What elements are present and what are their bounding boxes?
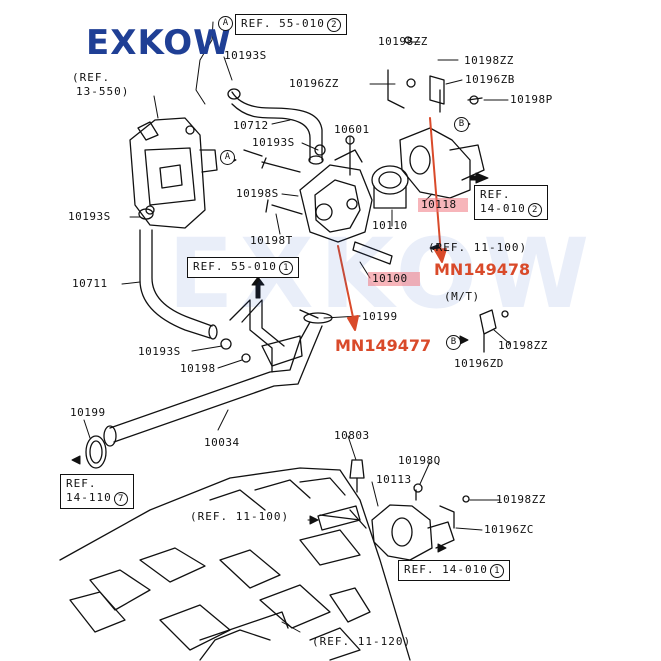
part-label-10198zz-a: 10198ZZ — [378, 35, 428, 48]
mark-b-low: B — [446, 335, 461, 350]
callout-mn149477: MN149477 — [335, 336, 432, 355]
mark-b-top: B — [454, 117, 469, 132]
part-label-10712: 10712 — [233, 119, 269, 132]
part-label-10193s-low: 10193S — [138, 345, 181, 358]
ref-11-100-low: (REF. 11-100) — [190, 510, 290, 523]
mt-bracket-10196zd — [479, 309, 509, 353]
flow-arrows — [71, 119, 489, 553]
part-label-10198p: 10198P — [510, 93, 553, 106]
small-fasteners — [220, 36, 479, 503]
part-label-10199-mid: 10199 — [362, 310, 398, 323]
water-outlet-10113 — [317, 489, 455, 561]
part-label-10193s-top: 10193S — [224, 49, 267, 62]
ref-13-550-line1: (REF. — [72, 71, 111, 84]
brand-logo: EXKOW — [86, 23, 232, 63]
part-label-10711: 10711 — [72, 277, 108, 290]
water-inlet-pipe-10034 — [85, 299, 333, 469]
part-label-10196zc: 10196ZC — [484, 523, 534, 536]
part-label-10118: 10118 — [421, 198, 457, 211]
callout-mn149478: MN149478 — [434, 260, 531, 279]
ref-circle-number: 1 — [489, 564, 504, 578]
part-label-10198t: 10198T — [250, 234, 293, 247]
part-label-10034: 10034 — [204, 436, 240, 449]
part-label-10113: 10113 — [376, 473, 412, 486]
ref-13-550-line2: 13-550) — [76, 85, 130, 98]
part-label-10198s: 10198S — [236, 187, 279, 200]
part-label-10601: 10601 — [334, 123, 370, 136]
intake-manifold-outline — [59, 467, 411, 661]
sensor-10803 — [349, 459, 365, 493]
part-label-mt: (M/T) — [444, 290, 480, 303]
ref-11-120: (REF. 11-120) — [312, 635, 412, 648]
part-label-10198zz-mt: 10198ZZ — [498, 339, 548, 352]
mark-a-mid: A — [220, 150, 235, 165]
highlight-10100 — [368, 272, 420, 286]
part-label-10198zz-b: 10198ZZ — [464, 54, 514, 67]
ref-line1: REF. — [66, 477, 97, 490]
ref-line2: 14-010 — [480, 202, 526, 215]
throttle-body-outline — [129, 117, 218, 229]
part-label-10193s-mid: 10193S — [252, 136, 295, 149]
part-label-10198: 10198 — [180, 362, 216, 375]
ref-line2: 14-110 — [66, 491, 112, 504]
ref-circle-number: 1 — [278, 261, 293, 275]
ref-circle-number: 7 — [113, 492, 128, 506]
part-label-10100: 10100 — [372, 272, 408, 285]
part-label-10196zb: 10196ZB — [465, 73, 515, 86]
part-label-10193s-left: 10193S — [68, 210, 111, 223]
ref-text: REF. 55-010 — [241, 17, 325, 30]
hose-10712 — [227, 88, 324, 165]
highlight-10118 — [418, 198, 468, 212]
ref-circle-number: 2 — [326, 18, 341, 32]
part-label-10196zz-top: 10196ZZ — [289, 77, 339, 90]
ref-circle-number: 2 — [527, 203, 542, 217]
thermostat-housing-outline — [299, 149, 409, 243]
hose-10711 — [138, 208, 218, 340]
ref-text: REF. 14-010 — [404, 563, 488, 576]
part-label-10198q: 10198Q — [398, 454, 441, 467]
part-label-10803: 10803 — [334, 429, 370, 442]
part-label-10199-left: 10199 — [70, 406, 106, 419]
callout-lines — [337, 117, 447, 331]
ref-line1: REF. — [480, 188, 511, 201]
part-label-10196zd: 10196ZD — [454, 357, 504, 370]
thermostat-cover-outline — [387, 69, 485, 199]
part-label-10110: 10110 — [372, 219, 408, 232]
pipe-10100 — [352, 241, 393, 265]
part-label-10198zz-low: 10198ZZ — [496, 493, 546, 506]
ref-text: REF. 55-010 — [193, 260, 277, 273]
mark-a-top: A — [218, 16, 233, 31]
ref-11-100-top: (REF. 11-100) — [428, 241, 528, 254]
